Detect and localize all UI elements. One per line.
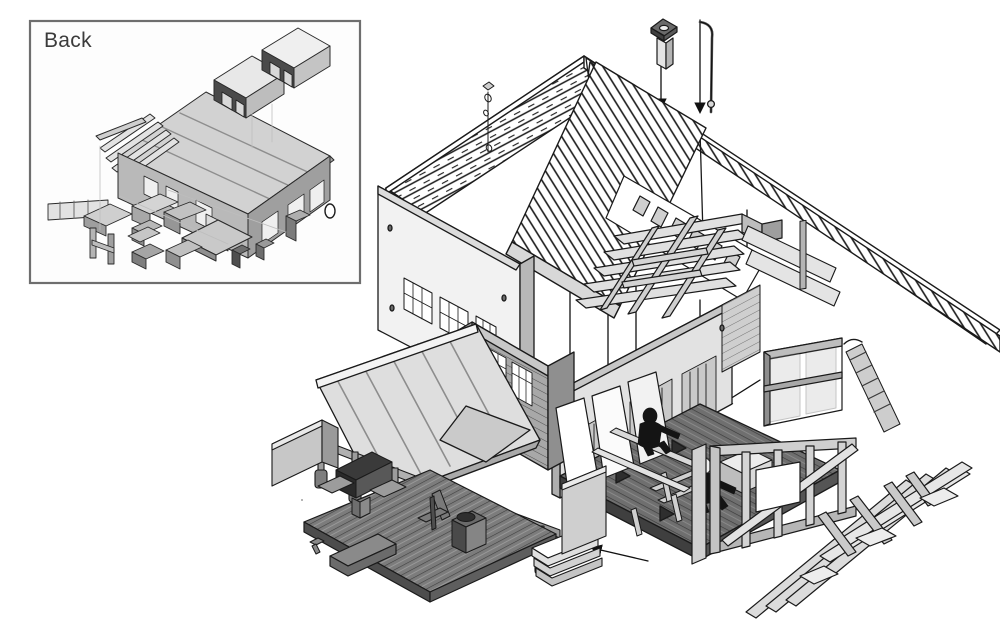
ladder <box>843 338 901 433</box>
vent-pipe <box>698 20 716 114</box>
rafter-set <box>575 213 783 319</box>
truss-stack-upper <box>741 225 841 307</box>
sheathing-panel-lower <box>561 465 607 555</box>
main-assembly <box>271 18 1000 619</box>
small-bracket <box>309 537 325 555</box>
window-frame-unit <box>763 219 843 427</box>
trash-bin <box>451 510 487 554</box>
sheathing-panel-left <box>271 419 339 487</box>
truss-stack-lower <box>745 461 973 619</box>
inset-house-drawing <box>47 27 336 270</box>
worker-a <box>637 407 681 457</box>
inset-label: Back <box>44 29 92 52</box>
inset-dormers <box>213 27 331 119</box>
inset-furniture <box>127 203 336 270</box>
side-wall-lattice <box>721 284 761 373</box>
inset-back-view <box>28 19 362 285</box>
arrow-10 <box>590 544 649 562</box>
inset-guide-lines <box>99 103 287 245</box>
roof-fastener-marks <box>482 81 495 153</box>
patio-umbrella-stand <box>417 489 451 531</box>
chimney-cap <box>650 18 678 70</box>
patio-chair-a <box>317 475 407 498</box>
porch-furniture-group <box>309 451 487 555</box>
wall-framing-lower <box>691 443 707 565</box>
